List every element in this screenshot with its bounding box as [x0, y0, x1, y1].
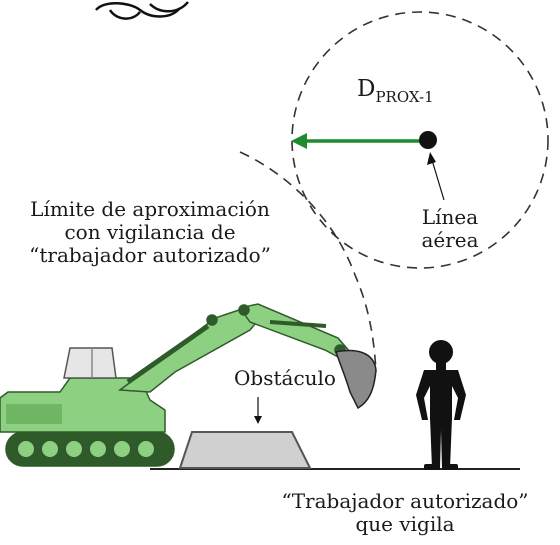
obstacle [178, 431, 312, 469]
obstacle-label: Obstáculo [234, 366, 336, 390]
proximity-distance-symbol: D [357, 76, 376, 102]
overhead-line-pointer [427, 152, 445, 201]
overhead-line-label-line1: Línea [421, 205, 479, 229]
approach-limit-label-line1: Límite de aproximación [30, 197, 270, 221]
supervising-worker-figure [416, 340, 466, 470]
overhead-line-label-line2: aérea [421, 228, 479, 252]
overhead-line-conductor [419, 131, 437, 149]
supervising-worker-label-line2: que vigila [355, 512, 455, 536]
proximity-distance-label: DPROX-1 [357, 78, 434, 109]
obstacle-pointer [254, 397, 262, 424]
distance-arrow [291, 133, 424, 149]
overhead-line-label: Línea aérea [410, 206, 490, 252]
top-ornament [95, 1, 189, 20]
approach-limit-label: Límite de aproximación con vigilancia de… [10, 198, 290, 267]
supervising-worker-label-line1: “Trabajador autorizado” [281, 489, 529, 513]
approach-limit-label-line3: “trabajador autorizado” [29, 243, 271, 267]
proximity-distance-circle [291, 11, 549, 269]
proximity-distance-subscript: PROX-1 [375, 88, 434, 106]
approach-limit-label-line2: con vigilancia de [64, 220, 236, 244]
excavator [0, 303, 377, 467]
supervising-worker-label: “Trabajador autorizado” que vigila [255, 490, 555, 536]
